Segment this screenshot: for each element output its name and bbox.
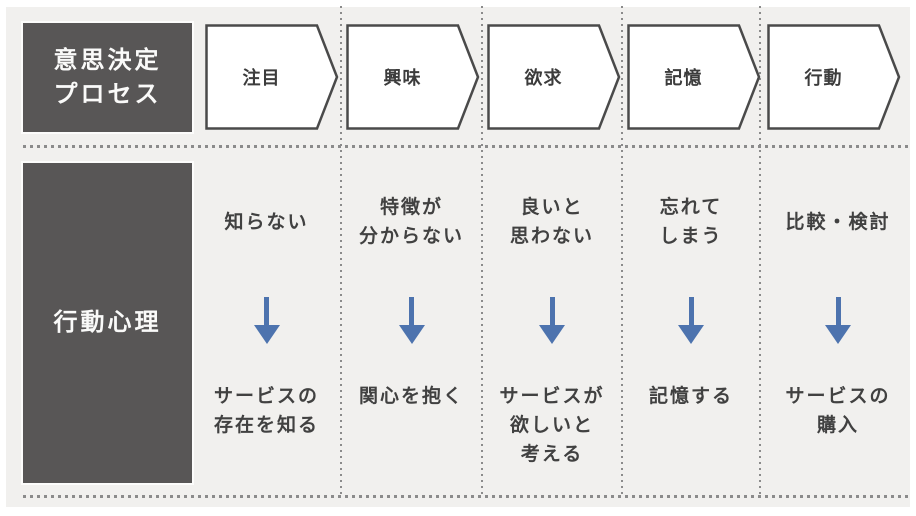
stage-chevron-interest: 興味 — [346, 24, 481, 130]
behavior-psychology-panel: 行動心理 — [23, 163, 192, 483]
psych-before-desire: 良いと 思わない — [509, 197, 594, 247]
stage-chevron-desire: 欲求 — [487, 24, 622, 130]
column-divider-2 — [481, 6, 483, 498]
psych-before-action: 比較・検討 — [785, 211, 891, 233]
decision-process-label: 意思決定 プロセス — [53, 46, 162, 108]
chevron-shape — [767, 24, 901, 130]
psych-before-attention: 知らない — [224, 211, 309, 233]
arrow-head — [678, 325, 704, 344]
down-arrow-icon — [823, 297, 853, 345]
stage-chevron-memory: 記憶 — [627, 24, 762, 130]
behavior-psychology-label: 行動心理 — [53, 309, 162, 336]
row-divider-bottom — [23, 495, 910, 498]
down-arrow-icon — [252, 297, 282, 345]
psych-after-memory: 記憶する — [648, 386, 733, 407]
chevron-shape — [627, 24, 761, 130]
stage-chevron-attention: 注目 — [205, 24, 340, 130]
psych-before-memory: 忘れて しまう — [659, 197, 723, 247]
column-divider-3 — [621, 6, 623, 498]
psych-after-desire: サービスが 欲しいと 考える — [499, 386, 605, 465]
column-divider-4 — [759, 6, 761, 498]
arrow-head — [825, 325, 851, 344]
down-arrow-icon — [397, 297, 427, 345]
stage-label-action: 行動 — [804, 68, 843, 88]
stage-label-interest: 興味 — [383, 68, 422, 88]
chevron-shape — [205, 24, 339, 130]
arrow-stem — [688, 297, 694, 325]
arrow-head — [253, 325, 280, 344]
psych-after-interest: 関心を抱く — [358, 386, 464, 407]
arrow-stem — [835, 297, 841, 325]
row-divider-top — [23, 145, 910, 148]
down-arrow-icon — [537, 297, 567, 345]
arrow-head — [398, 325, 425, 344]
psych-after-action: サービスの 購入 — [785, 386, 891, 436]
stage-chevron-action: 行動 — [767, 24, 902, 130]
arrow-stem — [549, 297, 555, 325]
psych-after-attention: サービスの 存在を知る — [213, 386, 319, 436]
stage-label-desire: 欲求 — [524, 68, 563, 88]
stage-label-memory: 記憶 — [664, 68, 703, 88]
down-arrow-icon — [676, 297, 706, 345]
chevron-shape — [487, 24, 621, 130]
arrow-head — [539, 325, 565, 344]
stage-label-attention: 注目 — [242, 68, 281, 88]
arrow-stem — [264, 297, 269, 325]
decision-process-panel: 意思決定 プロセス — [23, 23, 192, 132]
chevron-shape — [346, 24, 480, 130]
psych-before-interest: 特徴が 分からない — [358, 197, 464, 247]
column-divider-1 — [340, 6, 342, 498]
arrow-stem — [409, 297, 414, 325]
